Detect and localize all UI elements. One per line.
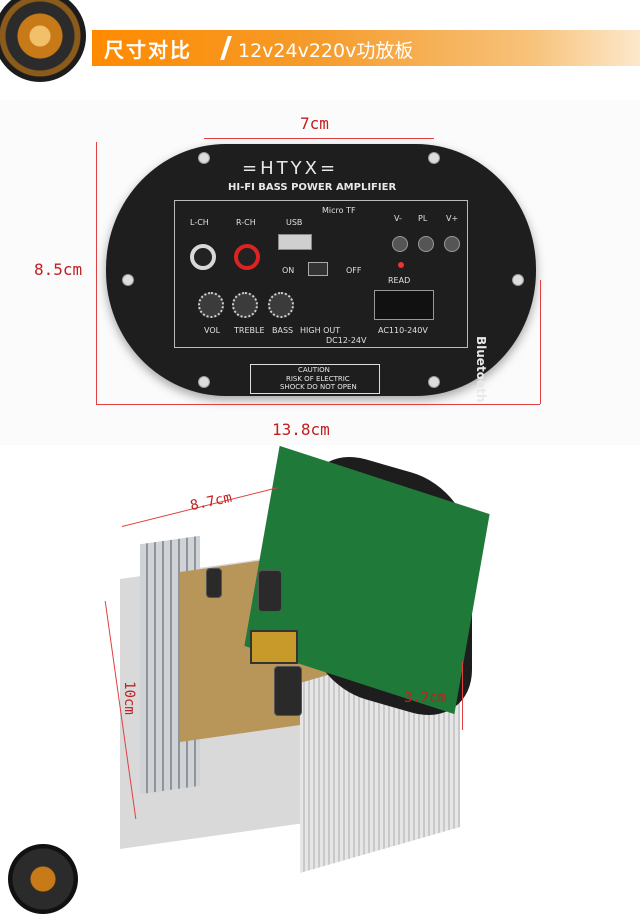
dim-line-board-right <box>462 662 463 730</box>
caution-line-1: RISK OF ELECTRIC <box>286 375 350 383</box>
power-switch[interactable] <box>308 262 328 276</box>
dim-width-top: 7cm <box>300 114 329 133</box>
dim-board-height: 10cm <box>120 681 137 715</box>
dim-height-left: 8.5cm <box>34 260 83 279</box>
label-micro-tf: Micro TF <box>322 206 356 215</box>
play-pause-button[interactable] <box>418 236 434 252</box>
bluetooth-label: Bluetooth <box>474 336 488 403</box>
speaker-icon <box>0 0 86 82</box>
caution-label <box>250 364 380 394</box>
header-subtitle: 12v24v220v功放板 <box>238 40 414 62</box>
capacitor <box>274 666 302 716</box>
bass-knob[interactable] <box>268 292 294 318</box>
dim-line-bottom <box>96 404 540 405</box>
read-led <box>398 262 404 268</box>
capacitor <box>206 568 222 598</box>
label-on: ON <box>282 266 295 275</box>
dim-line-top <box>204 138 434 139</box>
prev-button[interactable] <box>392 236 408 252</box>
front-panel-photo: =HTYX= HI-FI BASS POWER AMPLIFIER L-CH R… <box>0 100 640 445</box>
label-pl: PL <box>418 214 428 223</box>
label-v-plus: V+ <box>446 214 459 223</box>
label-ac: AC110-240V <box>378 326 428 335</box>
caution-title: CAUTION <box>298 366 330 374</box>
label-vol: VOL <box>204 326 221 335</box>
label-read: READ <box>388 276 411 285</box>
dim-board-depth: 3.2cm <box>404 690 447 706</box>
section-header: 尺寸对比 12v24v220v功放板 <box>0 0 640 82</box>
mount-hole <box>198 152 210 164</box>
dim-width-bottom: 13.8cm <box>272 420 330 439</box>
dim-line-right <box>540 280 541 404</box>
mount-hole <box>428 376 440 388</box>
mount-hole <box>512 274 524 286</box>
volume-knob[interactable] <box>198 292 224 318</box>
header-bar <box>92 30 640 66</box>
dim-line-left <box>96 142 97 404</box>
label-rch: R-CH <box>236 218 256 227</box>
mount-hole <box>428 152 440 164</box>
label-treble: TREBLE <box>234 326 265 335</box>
mount-hole <box>198 376 210 388</box>
label-lch: L-CH <box>190 218 209 227</box>
label-dc: DC12-24V <box>326 336 367 345</box>
caution-line-2: SHOCK DO NOT OPEN <box>280 383 357 391</box>
label-v-minus: V- <box>394 214 402 223</box>
treble-knob[interactable] <box>232 292 258 318</box>
rca-left-jack[interactable] <box>190 244 216 270</box>
transformer-coil <box>250 630 298 664</box>
usb-port[interactable] <box>278 234 312 250</box>
capacitor <box>258 570 282 612</box>
speaker-icon <box>8 844 78 914</box>
brand-logo: =HTYX= <box>242 158 339 179</box>
label-bass: BASS <box>272 326 294 335</box>
mount-hole <box>122 274 134 286</box>
header-title: 尺寸对比 <box>104 38 192 62</box>
label-high-out: HIGH OUT <box>300 326 341 335</box>
panel-subtitle: HI-FI BASS POWER AMPLIFIER <box>228 182 397 193</box>
control-frame <box>174 200 468 348</box>
label-off: OFF <box>346 266 362 275</box>
rca-right-jack[interactable] <box>234 244 260 270</box>
next-button[interactable] <box>444 236 460 252</box>
ac-power-socket[interactable] <box>374 290 434 320</box>
label-usb: USB <box>286 218 303 227</box>
